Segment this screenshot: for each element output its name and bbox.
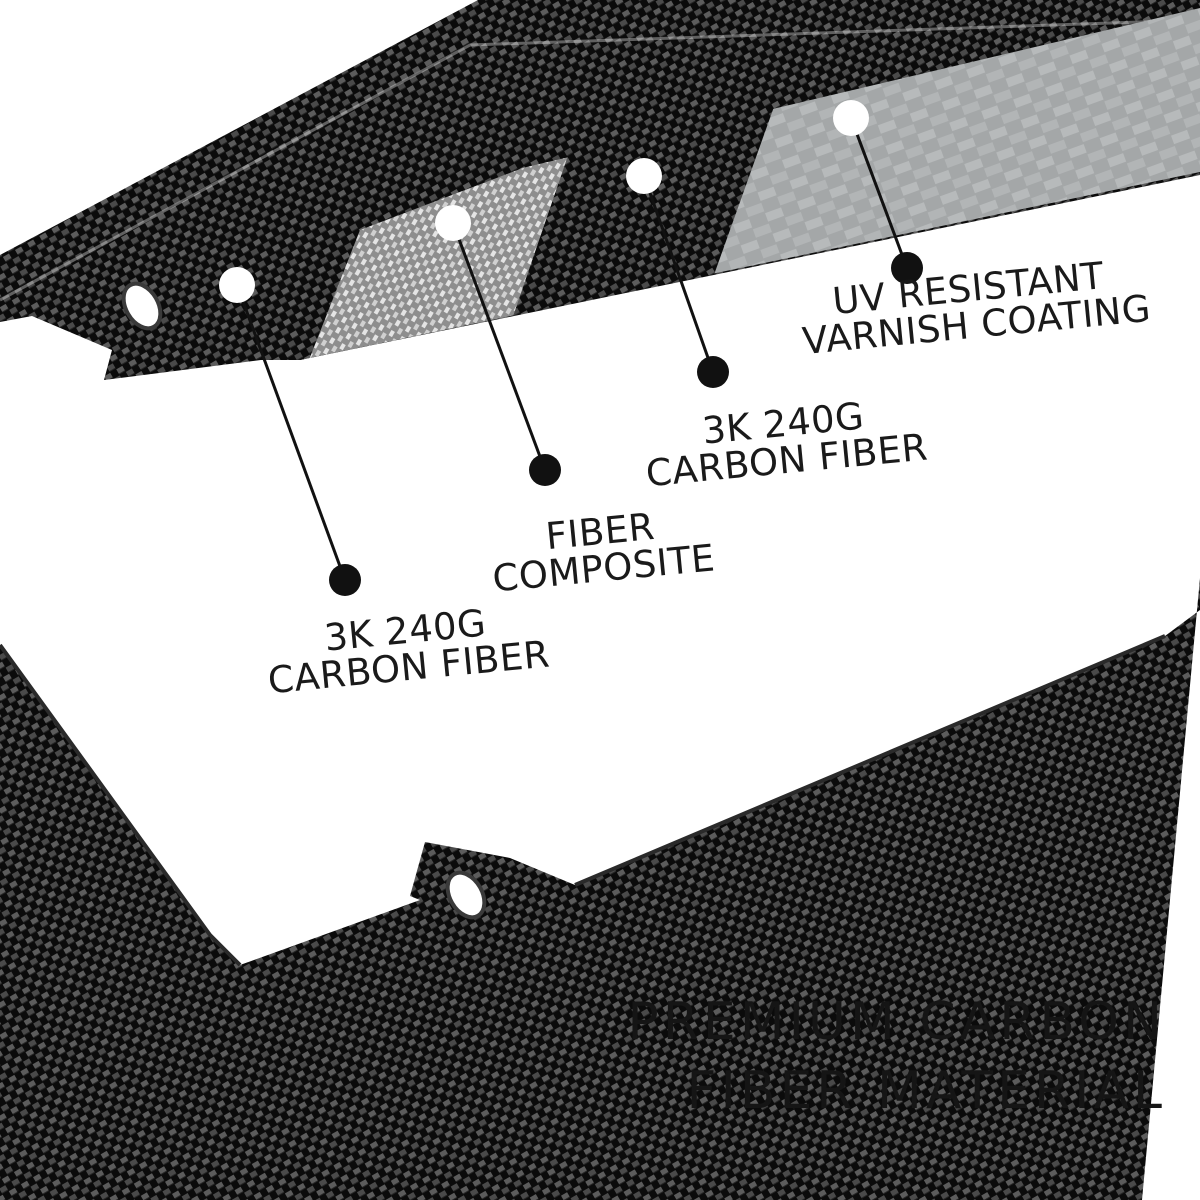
- callout-origin-dots: [219, 100, 869, 303]
- frame-inner-edge: [0, 634, 1166, 967]
- callout-end-dots: [329, 252, 923, 596]
- headline-line2: FIBER MATERIAL: [686, 1061, 1166, 1121]
- mount-hole-bottom: [445, 870, 487, 920]
- headline: PREMIUM CARBON FIBER MATERIAL: [546, 988, 1166, 1126]
- callout-leaders: [235, 117, 909, 581]
- frame-highlight: [0, 18, 1200, 302]
- layer-carbon-1: [205, 230, 360, 360]
- mount-hole-top: [121, 281, 163, 331]
- layer-composite: [305, 150, 570, 360]
- headline-line1: PREMIUM CARBON: [627, 992, 1166, 1052]
